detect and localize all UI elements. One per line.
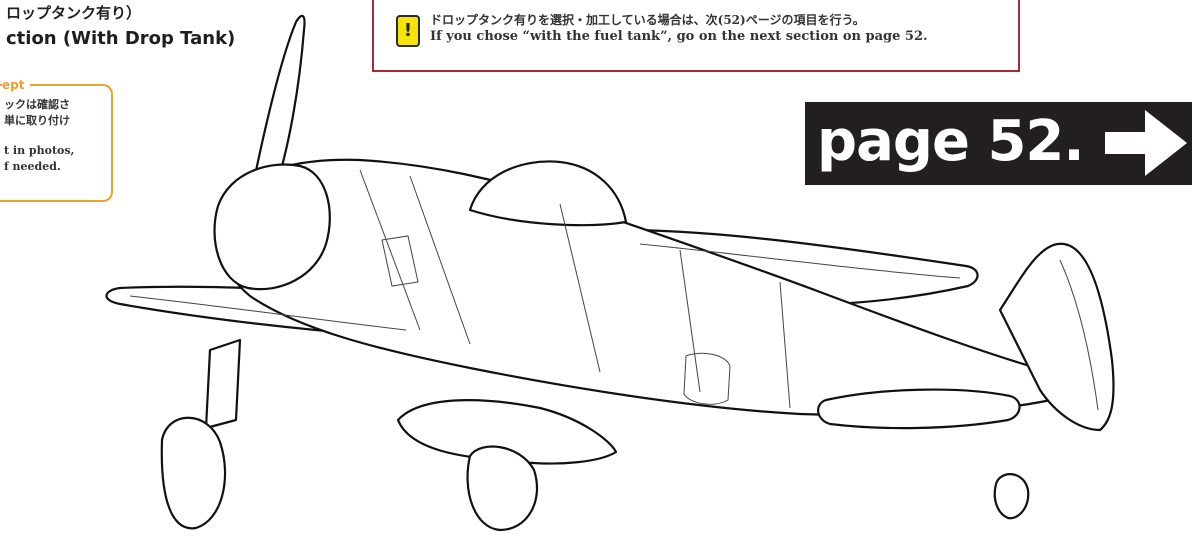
tail-fin xyxy=(998,242,1115,432)
callout-text-jp: ドロップタンク有りを選択・加工している場合は、次(52)ページの項目を行う。 xyxy=(430,13,865,27)
propeller-blade xyxy=(248,14,306,207)
exclamation-icon: ! xyxy=(396,15,420,47)
drop-tank xyxy=(396,399,618,465)
note-box: ept ックは確認さ 単に取り付け t in photos, f needed. xyxy=(0,77,113,202)
note-title: ept xyxy=(2,77,31,93)
canopy xyxy=(468,160,628,227)
next-page-tab[interactable]: page 52. xyxy=(805,102,1192,185)
note-line: f needed. xyxy=(4,160,61,173)
callout-text-en: If you chose “with the fuel tank”, go on… xyxy=(430,29,928,44)
section-heading-jp: ロップタンク有り） xyxy=(6,4,142,22)
section-heading-en: ction (With Drop Tank) xyxy=(6,28,236,49)
page-label: page 52. xyxy=(817,109,1085,174)
note-line: t in photos, xyxy=(4,144,75,157)
left-wheel xyxy=(160,416,227,530)
horizontal-stabilizer xyxy=(817,388,1021,430)
left-wing xyxy=(105,285,412,340)
right-wing xyxy=(598,228,979,307)
engine-cowling xyxy=(213,163,331,291)
note-line: 単に取り付け xyxy=(4,114,70,127)
left-landing-gear xyxy=(204,338,242,430)
tail-wheel xyxy=(993,473,1030,520)
instruction-callout: ! ドロップタンク有りを選択・加工している場合は、次(52)ページの項目を行う。… xyxy=(372,0,1020,72)
arrow-right-icon xyxy=(1105,110,1187,176)
note-line: ックは確認さ xyxy=(4,98,70,111)
right-wheel xyxy=(466,445,539,532)
fuselage xyxy=(219,158,1070,417)
